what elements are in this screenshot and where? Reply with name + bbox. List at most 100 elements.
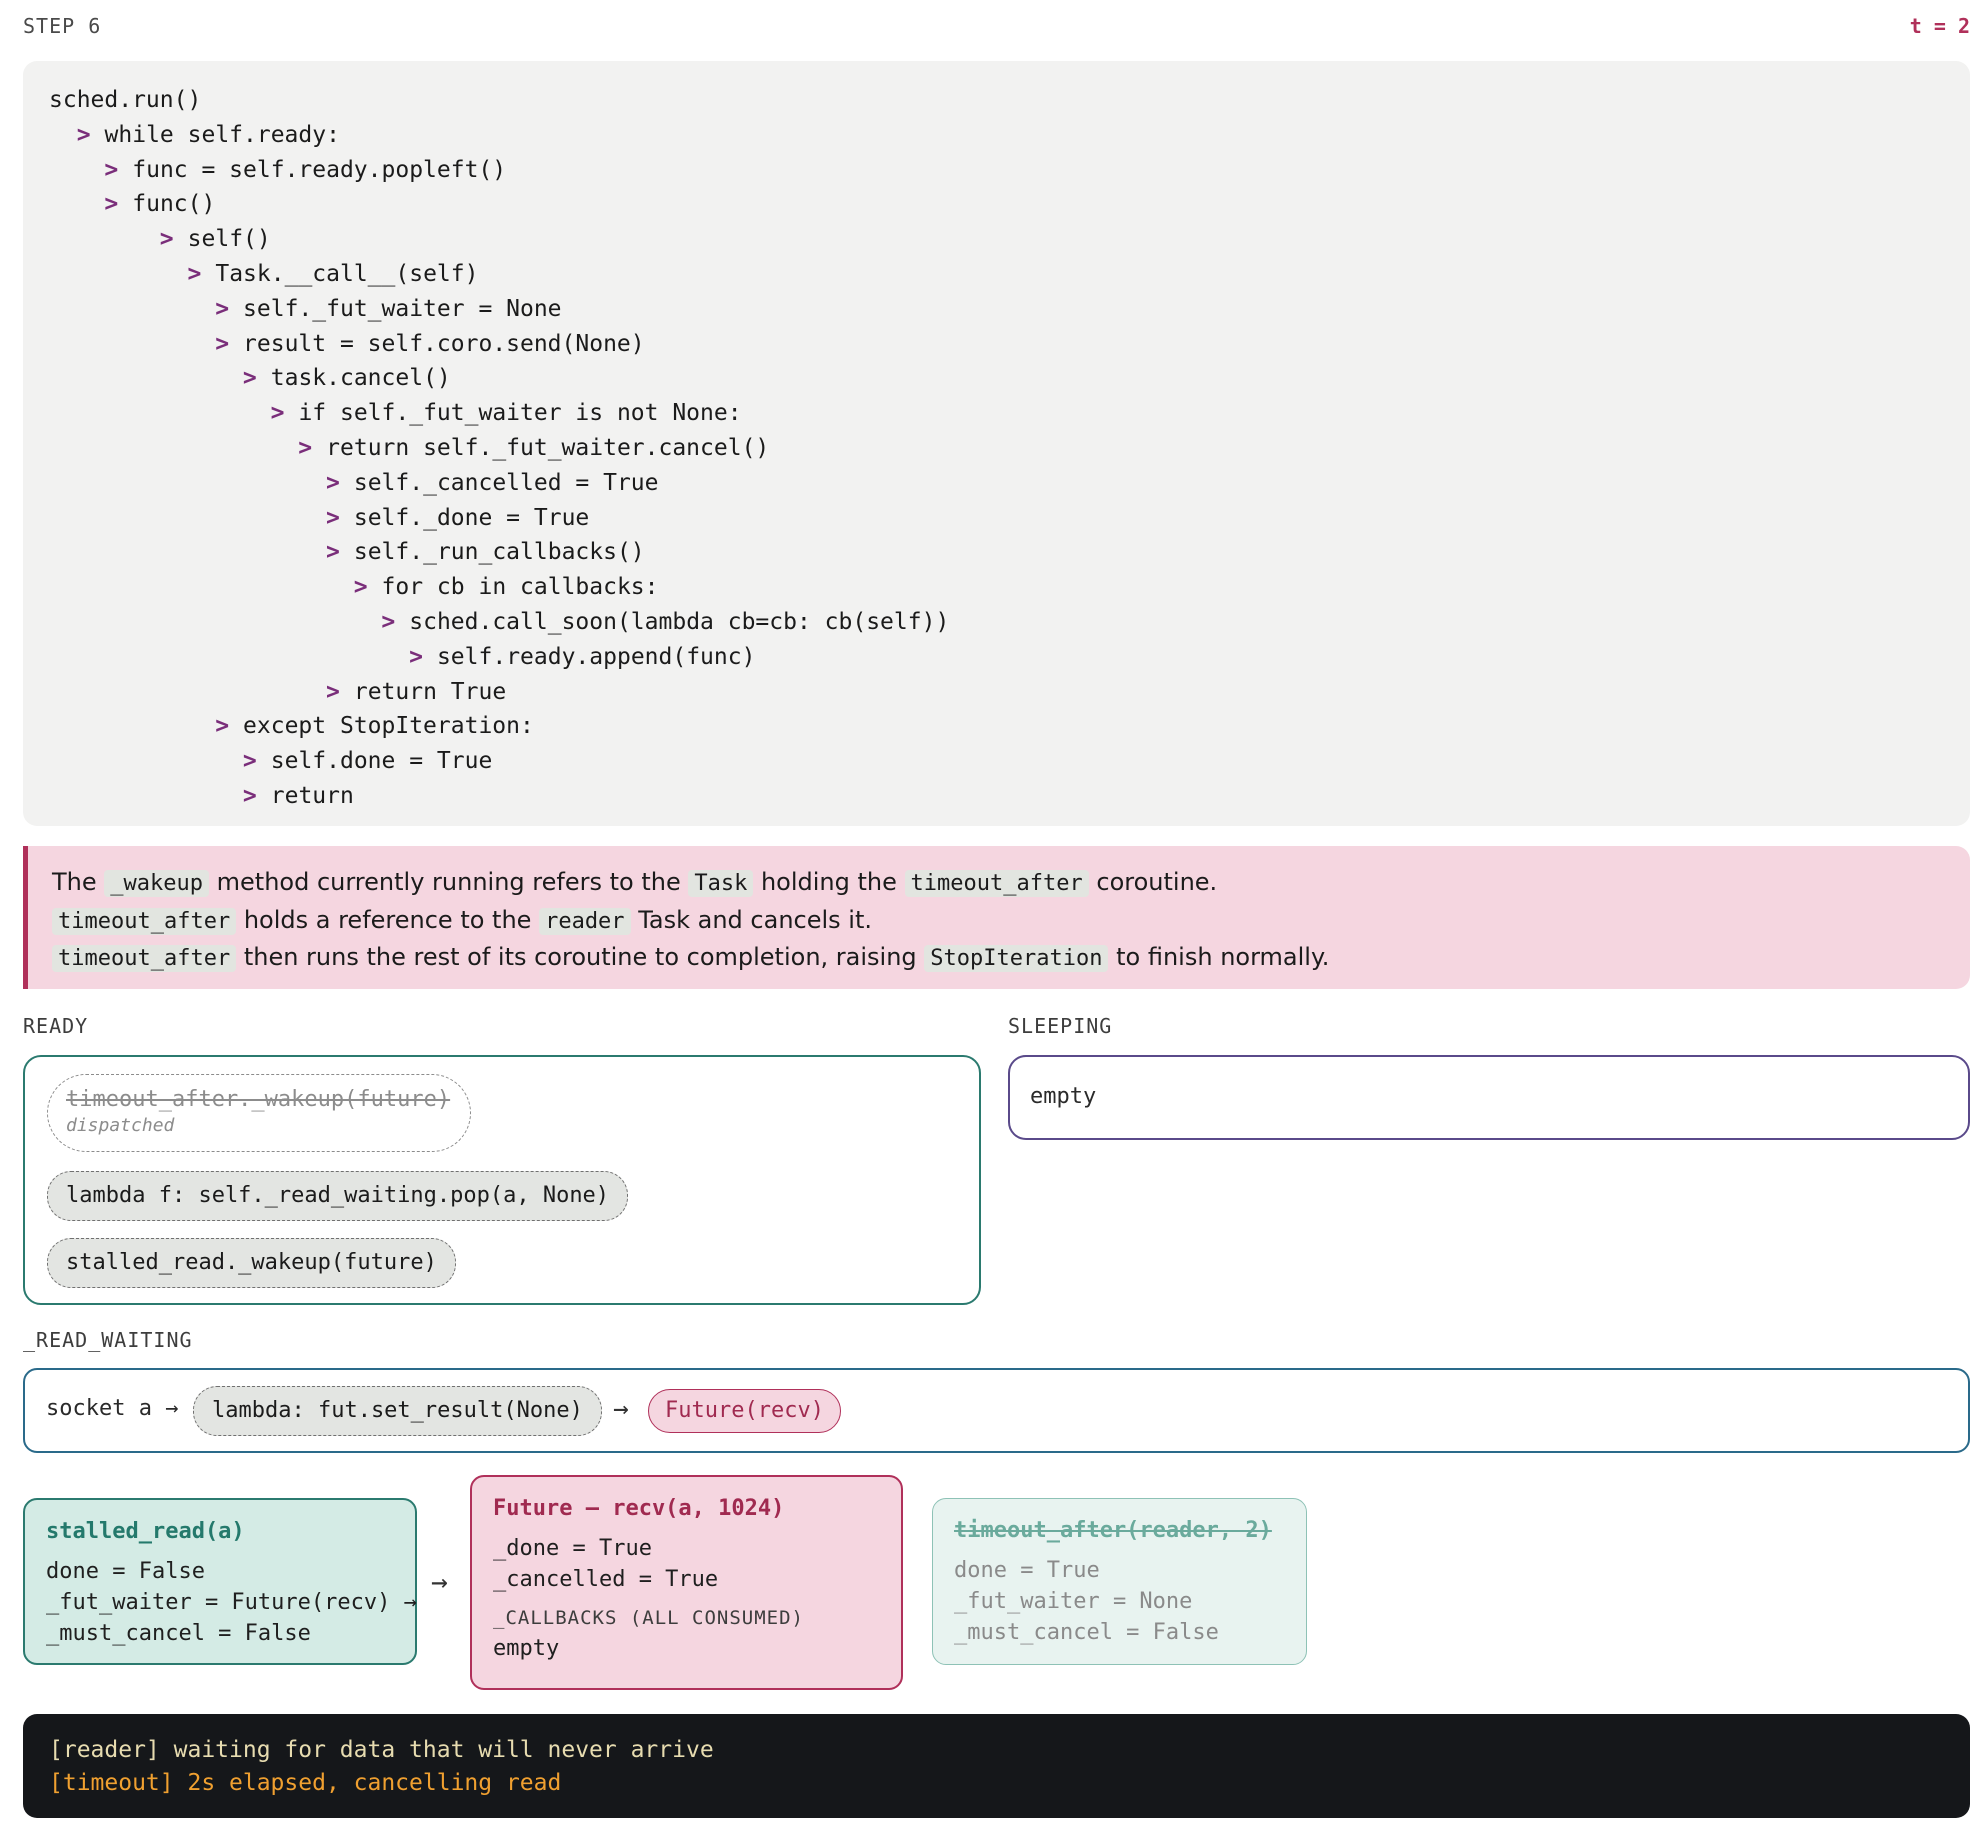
code-text: sched.call_soon(lambda cb=cb: cb(self)) (409, 608, 950, 635)
code-line: > Task.__call__(self) (49, 257, 1944, 292)
task-field: done = True (954, 1558, 1100, 1583)
code-text: func = self.ready.popleft() (132, 156, 507, 183)
code-text: return (270, 782, 354, 809)
task-card-stalled-read: stalled_read(a) done = False _fut_waiter… (23, 1498, 417, 1665)
explanation-line-3: timeout_after then runs the rest of its … (52, 939, 1946, 977)
task-field: _must_cancel = False (46, 1621, 311, 1646)
code-line: > self.done = True (49, 744, 1944, 779)
read-waiting-map: socket a → lambda: fut.set_result(None) … (23, 1368, 1970, 1453)
call-arrow-icon: > (215, 713, 230, 740)
code-text: result = self.coro.send(None) (243, 330, 645, 357)
code-text: self() (187, 226, 271, 253)
task-field: _fut_waiter = None (954, 1589, 1193, 1614)
call-arrow-icon: > (242, 782, 257, 809)
code-line: > return (49, 779, 1944, 814)
inline-code: StopIteration (924, 945, 1109, 972)
code-text: except StopIteration: (243, 713, 534, 740)
task-title: stalled_read(a) (46, 1519, 245, 1544)
callbacks-value: empty (493, 1636, 560, 1661)
read-callback: lambda: fut.set_result(None) (193, 1386, 602, 1436)
call-arrow-icon: > (159, 226, 174, 253)
sleeping-value: empty (1030, 1084, 1097, 1109)
sleeping-label: SLEEPING (1008, 1014, 1113, 1038)
code-line: > return self._fut_waiter.cancel() (49, 431, 1944, 466)
future-reference: Future(recv) (648, 1389, 841, 1433)
code-line: > if self._fut_waiter is not None: (49, 396, 1944, 431)
inline-code: Task (688, 870, 754, 897)
code-text: self._run_callbacks() (353, 539, 645, 566)
code-line: >self.ready.append(func) (49, 640, 1944, 675)
code-text: self._fut_waiter = None (243, 295, 562, 322)
call-arrow-icon: > (326, 504, 340, 531)
call-arrow-icon: > (215, 295, 230, 322)
task-field: _must_cancel = False (954, 1620, 1219, 1645)
dispatched-callback-text: timeout_after._wakeup(future) (66, 1087, 451, 1112)
code-text: self.done = True (270, 748, 493, 775)
arrow-icon: → (613, 1394, 629, 1424)
call-arrow-icon: > (242, 365, 257, 392)
call-arrow-icon: > (298, 434, 313, 461)
code-line: >func() (49, 187, 1944, 222)
inline-code: timeout_after (52, 945, 237, 972)
call-arrow-icon: > (215, 330, 230, 357)
call-arrow-icon: > (326, 678, 340, 705)
code-text: if self._fut_waiter is not None: (298, 400, 742, 427)
inline-code: _wakeup (104, 870, 209, 897)
call-arrow-icon: > (76, 121, 91, 148)
code-text: for cb in callbacks: (381, 574, 659, 601)
task-field: done = False (46, 1559, 205, 1584)
call-trace-panel: sched.run() > while self.ready: > func = sel… (23, 61, 1970, 826)
inline-code: reader (539, 907, 631, 935)
code-line: > for cb in callbacks: (49, 570, 1944, 605)
ready-queue: timeout_after._wakeup(future) dispatched… (23, 1055, 981, 1305)
call-arrow-icon: > (104, 156, 119, 183)
code-text: self._done = True (353, 504, 590, 531)
code-text: func() (132, 191, 216, 218)
code-line: >return True (49, 675, 1944, 710)
code-line: > while self.ready: (49, 118, 1944, 153)
code-line: > self() (49, 222, 1944, 257)
callbacks-label: _CALLBACKS (ALL CONSUMED) (493, 1607, 804, 1629)
code-text: return self._fut_waiter.cancel() (326, 434, 770, 461)
code-text: task.cancel() (270, 365, 451, 392)
code-line: > self._cancelled = True (49, 466, 1944, 501)
step-label: STEP 6 (23, 14, 102, 38)
code-line: > task.cancel() (49, 361, 1944, 396)
code-text: sched.run() (49, 87, 202, 113)
read-waiting-label: _READ_WAITING (23, 1328, 193, 1352)
code-text: Task.__call__(self) (215, 260, 479, 287)
call-arrow-icon: > (353, 574, 368, 601)
code-line: > self._fut_waiter = None (49, 292, 1944, 327)
code-text: self._cancelled = True (353, 469, 659, 496)
task-field: _fut_waiter = Future(recv) → (46, 1590, 417, 1615)
explanation-line-2: timeout_after holds a reference to the r… (52, 902, 1946, 940)
code-line: > func = self.ready.popleft() (49, 153, 1944, 188)
ready-callback-item: stalled_read._wakeup(future) (47, 1238, 456, 1288)
call-arrow-icon: > (242, 748, 257, 775)
future-title: Future — recv(a, 1024) (493, 1496, 785, 1521)
future-field: _done = True (493, 1536, 652, 1561)
call-arrow-icon: > (187, 260, 202, 287)
time-indicator: t = 2 (1909, 14, 1970, 38)
terminal-line: [timeout] 2s elapsed, cancelling read (49, 1770, 562, 1796)
code-text: while self.ready: (104, 121, 340, 148)
explanation-callout: The _wakeup method currently running ref… (23, 846, 1970, 989)
explanation-line-1: The _wakeup method currently running ref… (52, 868, 1218, 897)
call-arrow-icon: > (270, 400, 285, 427)
socket-key: socket a → (46, 1396, 179, 1421)
dispatched-callback: timeout_after._wakeup(future) dispatched (47, 1074, 471, 1152)
ready-callback-item: lambda f: self._read_waiting.pop(a, None… (47, 1171, 629, 1221)
code-line: > except StopIteration: (49, 709, 1944, 744)
call-arrow-icon: > (381, 608, 396, 635)
future-field: _cancelled = True (493, 1567, 719, 1592)
task-title: timeout_after(reader, 2) (954, 1518, 1272, 1543)
output-terminal: [reader] waiting for data that will neve… (23, 1714, 1970, 1818)
code-line: > sched.call_soon(lambda cb=cb: cb(self)) (49, 605, 1944, 640)
step-header: STEP 6 t = 2 (23, 14, 1970, 44)
terminal-line: [reader] waiting for data that will neve… (49, 1737, 714, 1763)
call-arrow-icon: > (326, 469, 340, 496)
sleeping-queue: empty (1008, 1055, 1970, 1140)
code-text: self.ready.append(func) (436, 643, 756, 670)
task-card-timeout-after: timeout_after(reader, 2) done = True _fu… (932, 1498, 1307, 1665)
code-line: >self._run_callbacks() (49, 535, 1944, 570)
